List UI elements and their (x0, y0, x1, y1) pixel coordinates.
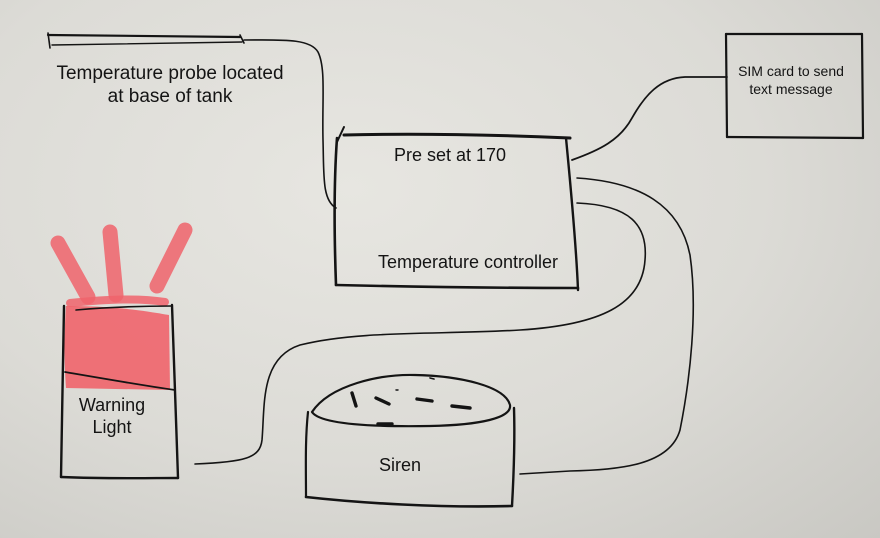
temperature-probe (46, 32, 245, 49)
controller-label: Temperature controller (377, 252, 559, 272)
preset-label: Pre set at 170 (393, 145, 507, 165)
warning-light-label: Warning Light (78, 395, 146, 437)
sim-card-box (724, 32, 865, 140)
warning-light-glow (50, 222, 193, 390)
controller-to-siren-wire (519, 177, 695, 475)
siren-slots (350, 377, 472, 426)
warning-light-box (59, 303, 180, 480)
probe-caption: Temperature probe located at base of tan… (56, 63, 284, 108)
controller-to-warning-light-wire (194, 202, 647, 465)
probe-to-controller-wire (243, 39, 337, 209)
sim-card-caption: SIM card to send text message (738, 63, 844, 97)
controller-to-sim-wire (571, 76, 728, 161)
siren-body (304, 373, 516, 508)
siren-label: Siren (378, 455, 422, 475)
temperature-controller-box (333, 126, 580, 292)
